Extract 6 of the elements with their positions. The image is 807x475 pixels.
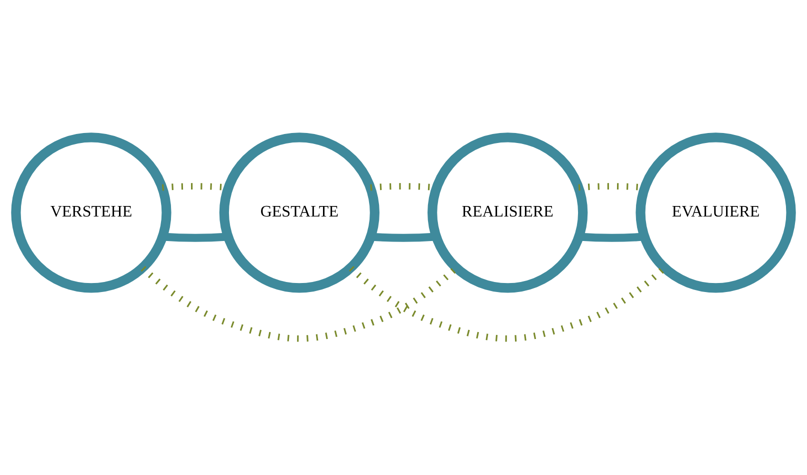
connector bbox=[348, 265, 666, 342]
node-circle: EVALUIERE bbox=[636, 132, 796, 292]
node-circle: GESTALTE bbox=[219, 132, 380, 292]
connector bbox=[140, 265, 458, 342]
node-circle: VERSTEHE bbox=[11, 132, 172, 292]
node-circle: REALISIERE bbox=[428, 132, 588, 292]
